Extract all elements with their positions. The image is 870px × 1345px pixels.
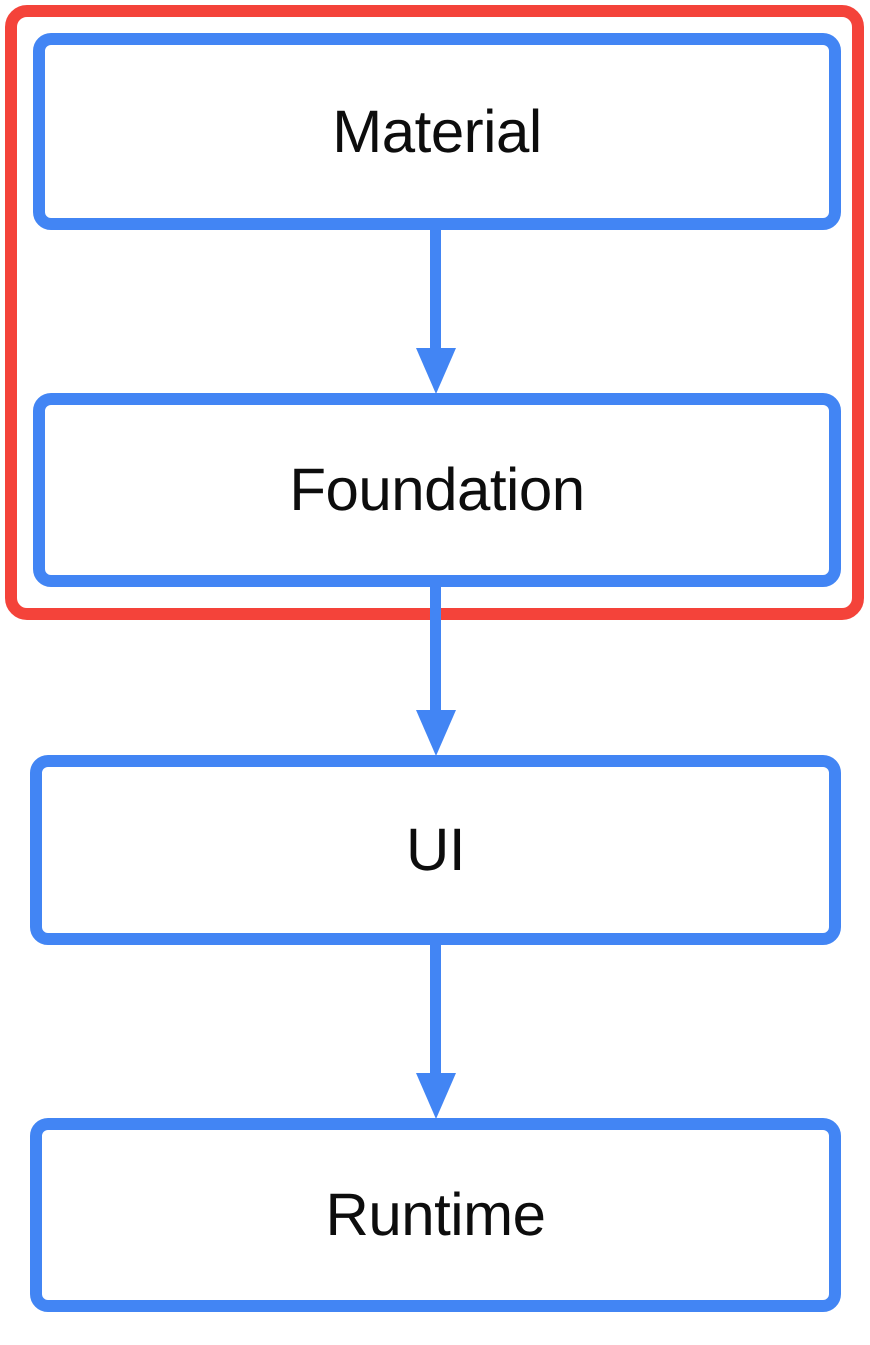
- layer-label-runtime: Runtime: [325, 1181, 546, 1248]
- arrow-head-icon: [415, 1073, 456, 1119]
- layer-box-ui[interactable]: UI: [30, 755, 841, 945]
- arrow-head-icon: [415, 710, 456, 756]
- layer-label-foundation: Foundation: [289, 456, 585, 523]
- layer-label-material: Material: [332, 97, 542, 165]
- layer-box-runtime[interactable]: Runtime: [30, 1118, 841, 1312]
- arrow-ui-to-runtime: [415, 944, 456, 1119]
- layer-label-ui: UI: [406, 816, 466, 883]
- highlight-outline: [5, 5, 864, 620]
- layer-box-foundation[interactable]: Foundation: [33, 393, 841, 587]
- layer-box-material[interactable]: Material: [33, 33, 841, 230]
- arrow-shaft: [430, 944, 441, 1075]
